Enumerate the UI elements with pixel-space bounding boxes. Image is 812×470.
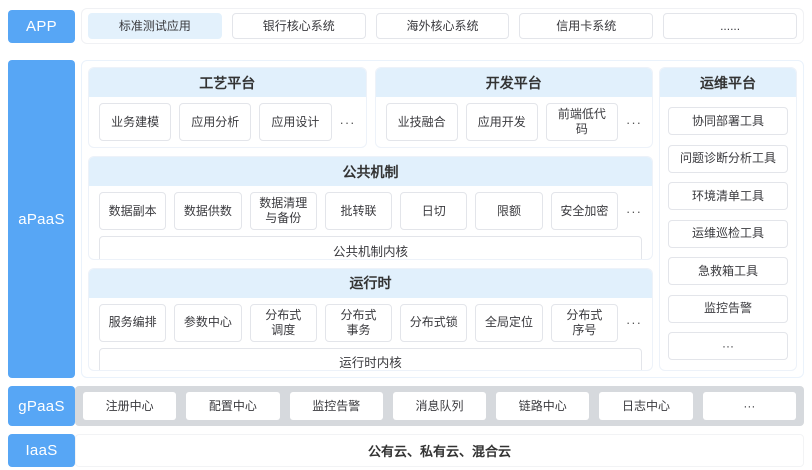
- section-title-common-mechanism: 公共机制: [89, 157, 652, 186]
- common-mechanism-kernel-bar: 公共机制内核: [99, 236, 642, 259]
- layer-row-gpaas: gPaaS 注册中心配置中心监控告警消息队列链路中心日志中心 ···: [8, 386, 804, 426]
- gpaas-item: 链路中心: [496, 392, 590, 420]
- layer-label-app: APP: [8, 9, 75, 43]
- runtime-item: 服务编排: [99, 303, 167, 342]
- ops-platform-item: 问题诊断分析工具: [668, 144, 788, 173]
- layer-row-apaas: aPaaS 工艺平台 业务建模应用分析应用设计 ··· 开发平台 业技融合应用开发…: [8, 60, 804, 378]
- gpaas-item: 消息队列: [392, 392, 487, 420]
- app-item: 信用卡系统: [519, 13, 654, 39]
- runtime-kernel-bar: 运行时内核: [99, 347, 642, 371]
- common-mechanism-item: 数据清理 与备份: [249, 192, 317, 230]
- process-platform-item: 应用分析: [179, 103, 252, 141]
- section-title-process-platform: 工艺平台: [89, 68, 366, 97]
- more-ellipsis: ···: [625, 315, 642, 330]
- iaas-text: 公有云、私有云、混合云: [367, 444, 511, 459]
- gpaas-item-list: 注册中心配置中心监控告警消息队列链路中心日志中心 ···: [75, 386, 804, 426]
- process-platform-item: 应用设计: [259, 103, 332, 141]
- more-ellipsis: ···: [626, 114, 643, 130]
- dev-platform-item: 业技融合: [385, 103, 458, 141]
- common-mechanism-item: 数据副本: [99, 192, 167, 230]
- gpaas-item: ···: [702, 392, 796, 420]
- runtime-item: 分布式锁: [400, 303, 468, 342]
- runtime-item: 分布式 序号: [550, 303, 618, 342]
- common-mechanism-item: 数据供数: [174, 192, 242, 230]
- gpaas-item: 注册中心: [83, 392, 177, 420]
- dev-platform-item: 应用开发: [465, 103, 538, 141]
- ops-platform-item: 急救箱工具: [668, 257, 788, 285]
- layer-label-gpaas: gPaaS: [8, 386, 75, 426]
- runtime-item: 全局定位: [475, 303, 543, 342]
- section-title-dev-platform: 开发平台: [375, 68, 652, 97]
- gpaas-item: 监控告警: [289, 392, 383, 420]
- ops-platform-item: 监控告警: [668, 294, 788, 323]
- runtime-item: 分布式 事务: [324, 303, 393, 342]
- more-ellipsis: ···: [339, 114, 356, 130]
- apaas-left-column: 工艺平台 业务建模应用分析应用设计 ··· 开发平台 业技融合应用开发前端低代码 ·…: [88, 67, 653, 371]
- runtime-item-list: 服务编排参数中心分布式 调度分布式 事务分布式锁全局定位分布式 序号 ···: [89, 298, 652, 348]
- runtime-item: 分布式 调度: [249, 303, 317, 342]
- common-mechanism-item: 日切: [400, 192, 468, 230]
- section-title-ops-platform: 运维平台: [660, 68, 796, 97]
- ops-platform-item: 环境清单工具: [668, 182, 788, 210]
- iaas-body: 公有云、私有云、混合云: [75, 434, 804, 467]
- section-ops-platform: 运维平台 协同部署工具问题诊断分析工具环境清单工具运维巡检工具急救箱工具监控告警…: [659, 67, 797, 371]
- ops-platform-item: 协同部署工具: [668, 107, 788, 135]
- process-platform-item-list: 业务建模应用分析应用设计 ···: [89, 97, 366, 147]
- layer-label-iaas: IaaS: [8, 434, 75, 467]
- runtime-item: 参数中心: [174, 303, 242, 342]
- app-item: 银行核心系统: [231, 13, 366, 39]
- common-mechanism-item: 批转联: [324, 192, 393, 230]
- common-mechanism-item-list: 数据副本数据供数数据清理 与备份批转联日切限额安全加密 ···: [89, 186, 652, 236]
- section-process-platform: 工艺平台 业务建模应用分析应用设计 ···: [88, 67, 367, 148]
- dev-platform-item: 前端低代码: [545, 103, 619, 141]
- app-item: ......: [663, 13, 797, 39]
- layer-row-iaas: IaaS 公有云、私有云、混合云: [8, 434, 804, 467]
- gpaas-item: 配置中心: [186, 392, 280, 420]
- common-mechanism-item: 限额: [475, 192, 543, 230]
- more-ellipsis: ···: [625, 203, 642, 219]
- platform-row: 工艺平台 业务建模应用分析应用设计 ··· 开发平台 业技融合应用开发前端低代码 ·…: [88, 67, 653, 148]
- app-item-list: 标准测试应用银行核心系统海外核心系统信用卡系统......: [81, 8, 804, 44]
- section-title-runtime: 运行时: [89, 268, 652, 298]
- ops-platform-item-list: 协同部署工具问题诊断分析工具环境清单工具运维巡检工具急救箱工具监控告警 ···: [660, 97, 796, 370]
- section-dev-platform: 开发平台 业技融合应用开发前端低代码 ···: [374, 67, 653, 148]
- section-common-mechanism: 公共机制 数据副本数据供数数据清理 与备份批转联日切限额安全加密 ··· 公共机制…: [88, 156, 653, 260]
- ops-platform-item: 运维巡检工具: [668, 219, 788, 248]
- ops-platform-item: ···: [668, 332, 788, 360]
- gpaas-item: 日志中心: [599, 392, 693, 420]
- apaas-container: 工艺平台 业务建模应用分析应用设计 ··· 开发平台 业技融合应用开发前端低代码 ·…: [81, 60, 804, 378]
- section-runtime: 运行时 服务编排参数中心分布式 调度分布式 事务分布式锁全局定位分布式 序号 ··…: [88, 267, 653, 371]
- app-item: 海外核心系统: [375, 13, 510, 39]
- common-mechanism-item: 安全加密: [550, 192, 618, 230]
- dev-platform-item-list: 业技融合应用开发前端低代码 ···: [376, 97, 653, 147]
- app-item: 标准测试应用: [88, 13, 222, 39]
- layer-label-apaas: aPaaS: [8, 60, 75, 378]
- process-platform-item: 业务建模: [99, 103, 172, 141]
- layer-row-app: APP 标准测试应用银行核心系统海外核心系统信用卡系统......: [8, 8, 804, 44]
